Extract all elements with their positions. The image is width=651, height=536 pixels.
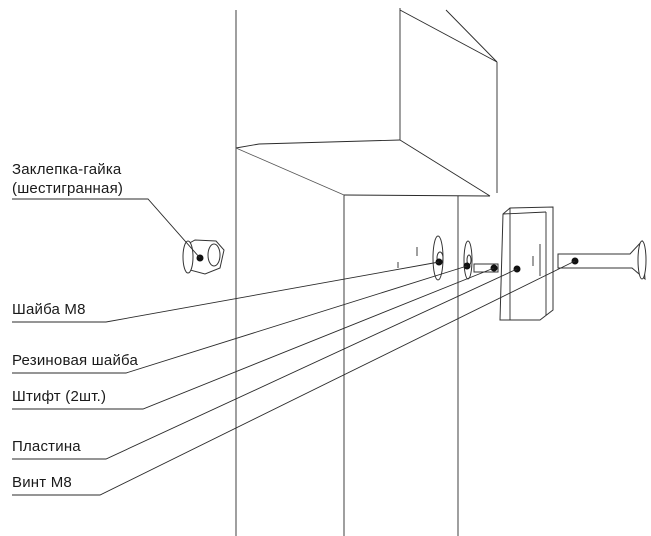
- rivet-nut-label-line1: Заклепка-гайка: [12, 161, 122, 178]
- screw-m8-part: [557, 239, 647, 281]
- rivet-nut-label: Заклепка-гайка (шестигранная): [12, 160, 123, 198]
- rubber-washer-part: [463, 240, 473, 280]
- leader-lines: [12, 198, 576, 496]
- door-frame: [235, 8, 498, 536]
- screw-m8-label: Винт М8: [12, 474, 72, 491]
- plate-label: Пластина: [12, 438, 81, 455]
- rubber-washer-label: Резиновая шайба: [12, 352, 139, 369]
- panel-holes: [397, 247, 418, 268]
- pin-label: Штифт (2шт.): [12, 388, 107, 405]
- plate-part: [499, 206, 554, 321]
- washer-m8-part: [432, 235, 444, 281]
- rivet-nut-label-line2: (шестигранная): [12, 180, 124, 197]
- washer-m8-label: Шайба М8: [12, 301, 86, 318]
